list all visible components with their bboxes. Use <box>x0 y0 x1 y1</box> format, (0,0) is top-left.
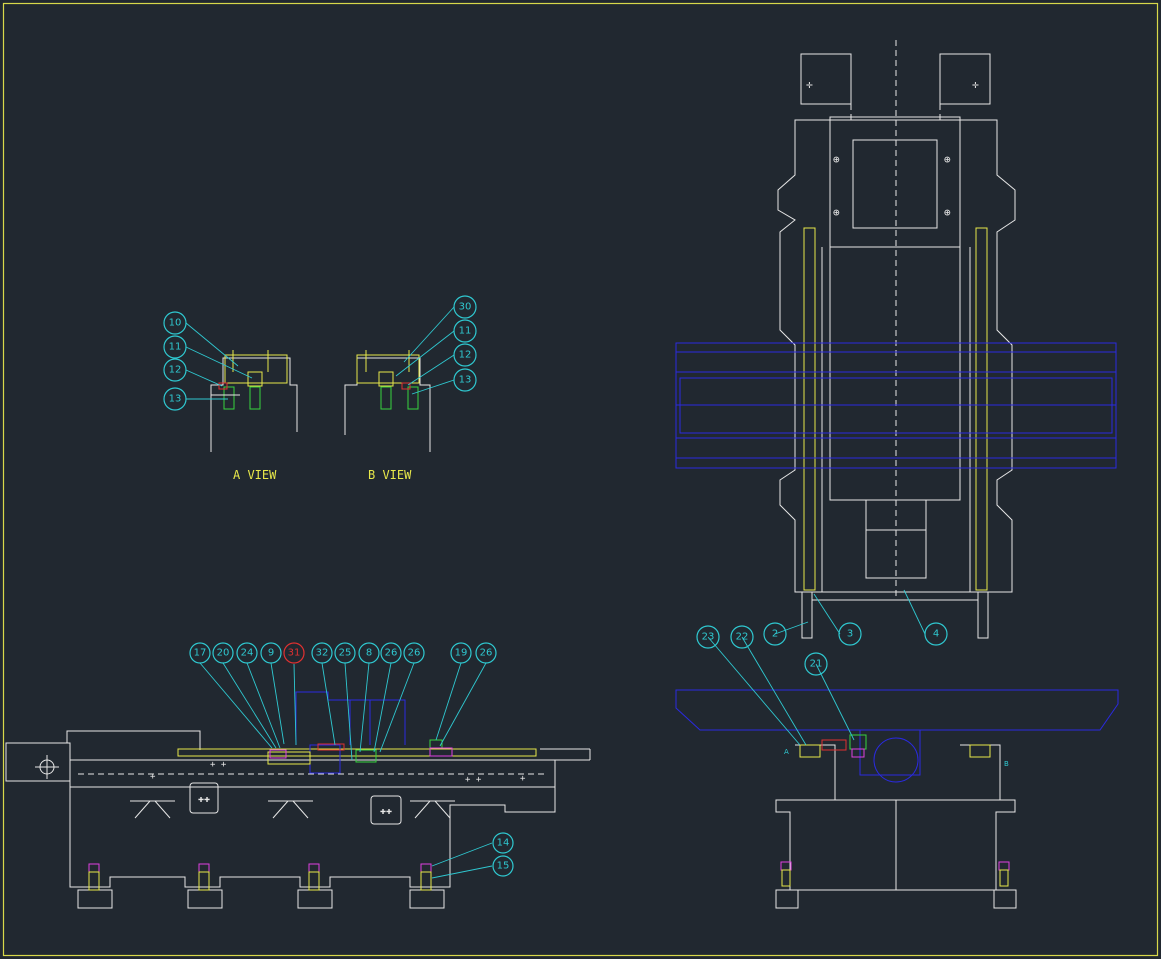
svg-text:12: 12 <box>169 365 182 376</box>
svg-text:2: 2 <box>772 629 778 640</box>
balloon-3[interactable]: 3 <box>838 622 862 646</box>
svg-text:22: 22 <box>736 632 749 643</box>
svg-text:26: 26 <box>480 648 493 659</box>
balloon-26-c[interactable]: 26 <box>475 642 497 664</box>
balloon-24[interactable]: 24 <box>236 642 258 664</box>
svg-text:⊕: ⊕ <box>944 206 951 219</box>
svg-text:✚✚: ✚✚ <box>380 806 392 817</box>
svg-text:25: 25 <box>339 648 352 659</box>
balloon-a-13[interactable]: 13 <box>163 387 187 411</box>
svg-text:⊕: ⊕ <box>944 153 951 166</box>
svg-text:20: 20 <box>217 648 230 659</box>
balloon-a-12[interactable]: 12 <box>163 358 187 382</box>
balloon-17[interactable]: 17 <box>189 642 211 664</box>
balloon-9[interactable]: 9 <box>260 642 282 664</box>
balloon-b-13[interactable]: 13 <box>453 368 477 392</box>
svg-text:⊕: ⊕ <box>833 153 840 166</box>
svg-text:+: + <box>520 774 526 784</box>
balloon-b-11[interactable]: 11 <box>453 319 477 343</box>
balloon-19[interactable]: 19 <box>450 642 472 664</box>
svg-text:13: 13 <box>459 375 472 386</box>
svg-text:10: 10 <box>169 318 182 329</box>
svg-text:11: 11 <box>169 342 182 353</box>
svg-text:+ +: + + <box>210 760 227 770</box>
svg-text:+: + <box>150 772 156 782</box>
svg-text:✛: ✛ <box>806 78 813 91</box>
a-view-label: A VIEW <box>233 468 277 482</box>
svg-text:9: 9 <box>268 648 274 659</box>
svg-text:21: 21 <box>810 659 823 670</box>
mark-b: B <box>1004 760 1009 768</box>
balloon-22[interactable]: 22 <box>730 625 754 649</box>
svg-text:26: 26 <box>408 648 421 659</box>
svg-text:✛: ✛ <box>972 78 979 91</box>
front-view-leaders <box>199 662 493 879</box>
balloon-4[interactable]: 4 <box>924 622 948 646</box>
svg-text:13: 13 <box>169 394 182 405</box>
svg-text:15: 15 <box>497 861 510 872</box>
svg-text:12: 12 <box>459 350 472 361</box>
balloon-21[interactable]: 21 <box>804 652 828 676</box>
a-view-detail <box>210 350 298 452</box>
balloon-26-b[interactable]: 26 <box>403 642 425 664</box>
svg-text:3: 3 <box>847 629 853 640</box>
balloon-14[interactable]: 14 <box>492 832 514 854</box>
balloon-32[interactable]: 32 <box>311 642 333 664</box>
top-view-leaders <box>774 589 926 635</box>
balloon-2[interactable]: 2 <box>763 622 787 646</box>
svg-text:✚✚: ✚✚ <box>198 794 210 805</box>
svg-text:11: 11 <box>459 326 472 337</box>
svg-text:30: 30 <box>459 302 472 313</box>
balloon-26-a[interactable]: 26 <box>380 642 402 664</box>
svg-text:24: 24 <box>241 648 254 659</box>
side-view-leaders <box>707 636 855 746</box>
side-view <box>675 689 1119 909</box>
balloon-a-10[interactable]: 10 <box>163 311 187 335</box>
balloon-b-30[interactable]: 30 <box>453 295 477 319</box>
balloon-20[interactable]: 20 <box>212 642 234 664</box>
top-view: ✛ ✛ ⊕ ⊕ ⊕ ⊕ <box>675 40 1117 639</box>
balloon-23[interactable]: 23 <box>696 625 720 649</box>
svg-text:+ +: + + <box>465 775 482 785</box>
b-view-label: B VIEW <box>368 468 412 482</box>
svg-text:8: 8 <box>366 648 372 659</box>
svg-text:4: 4 <box>933 629 939 640</box>
svg-text:19: 19 <box>455 648 468 659</box>
svg-text:26: 26 <box>385 648 398 659</box>
svg-text:23: 23 <box>702 632 715 643</box>
balloon-15[interactable]: 15 <box>492 855 514 877</box>
balloon-25[interactable]: 25 <box>334 642 356 664</box>
svg-text:⊕: ⊕ <box>833 206 840 219</box>
balloon-8[interactable]: 8 <box>358 642 380 664</box>
balloon-b-12[interactable]: 12 <box>453 343 477 367</box>
svg-text:17: 17 <box>194 648 207 659</box>
balloon-31[interactable]: 31 <box>283 642 305 664</box>
svg-text:31: 31 <box>288 648 301 659</box>
mark-a: A <box>784 748 789 756</box>
svg-text:14: 14 <box>497 838 510 849</box>
b-view-leaders <box>395 306 455 395</box>
a-view-leaders <box>185 322 253 400</box>
svg-text:32: 32 <box>316 648 329 659</box>
balloon-a-11[interactable]: 11 <box>163 335 187 359</box>
b-view-detail <box>344 350 431 452</box>
